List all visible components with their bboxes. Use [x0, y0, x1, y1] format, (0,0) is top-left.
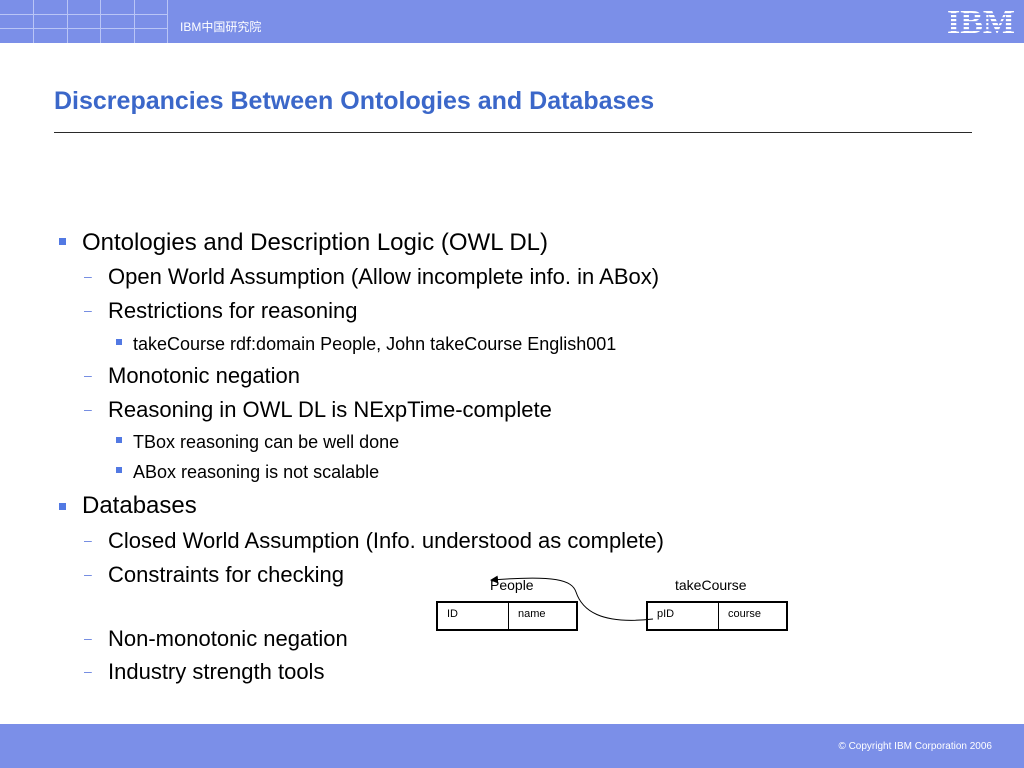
copyright-text: © Copyright IBM Corporation 2006: [838, 741, 992, 752]
footer-bar: [0, 724, 1024, 768]
bullet-item: Closed World Assumption (Info. understoo…: [108, 528, 664, 553]
bullet-item: Open World Assumption (Allow incomplete …: [108, 264, 660, 289]
bullet-item: TBox reasoning can be well done: [133, 432, 400, 452]
bullet-item: Non-monotonic negation: [108, 626, 348, 651]
people-column-id: ID: [447, 608, 458, 620]
ibm-logo-icon: IBM: [947, 4, 1015, 37]
takecourse-table-title: takeCourse: [675, 577, 747, 593]
bullet-square-icon: [116, 467, 122, 473]
bullet-dash-icon: –: [84, 401, 92, 417]
header-bar: IBM中国研究院 IBM: [0, 0, 1024, 43]
bullet-item: Restrictions for reasoning: [108, 298, 358, 323]
bullet-dash-icon: –: [84, 367, 92, 383]
bullet-square-icon: [59, 503, 66, 510]
people-table: ID name: [436, 601, 578, 631]
bullet-item: ABox reasoning is not scalable: [133, 462, 380, 482]
takecourse-column-pid: pID: [657, 608, 675, 620]
svg-text:IBM: IBM: [947, 4, 1015, 37]
bullet-item: Constraints for checking: [108, 562, 344, 587]
takecourse-column-course: course: [718, 603, 786, 629]
bullet-item: Databases: [82, 492, 197, 519]
header-grid-decoration: [0, 0, 168, 43]
people-table-title: People: [490, 577, 534, 593]
bullet-dash-icon: –: [84, 663, 92, 679]
bullet-square-icon: [116, 437, 122, 443]
title-divider: [54, 132, 972, 133]
bullet-dash-icon: –: [84, 630, 92, 646]
bullet-dash-icon: –: [84, 268, 92, 284]
bullet-item: Industry strength tools: [108, 659, 325, 684]
bullet-square-icon: [59, 238, 66, 245]
bullet-dash-icon: –: [84, 302, 92, 318]
lab-name: IBM中国研究院: [180, 20, 262, 34]
bullet-item: Monotonic negation: [108, 363, 301, 388]
slide-title: Discrepancies Between Ontologies and Dat…: [54, 87, 655, 115]
bullet-dash-icon: –: [84, 566, 92, 582]
bullet-item: Ontologies and Description Logic (OWL DL…: [82, 229, 548, 256]
bullet-dash-icon: –: [84, 532, 92, 548]
bullet-square-icon: [116, 339, 122, 345]
bullet-item: takeCourse rdf:domain People, John takeC…: [133, 334, 617, 354]
bullet-item: Reasoning in OWL DL is NExpTime-complete: [108, 397, 552, 422]
people-column-name: name: [508, 603, 576, 629]
takecourse-table: pID course: [646, 601, 788, 631]
